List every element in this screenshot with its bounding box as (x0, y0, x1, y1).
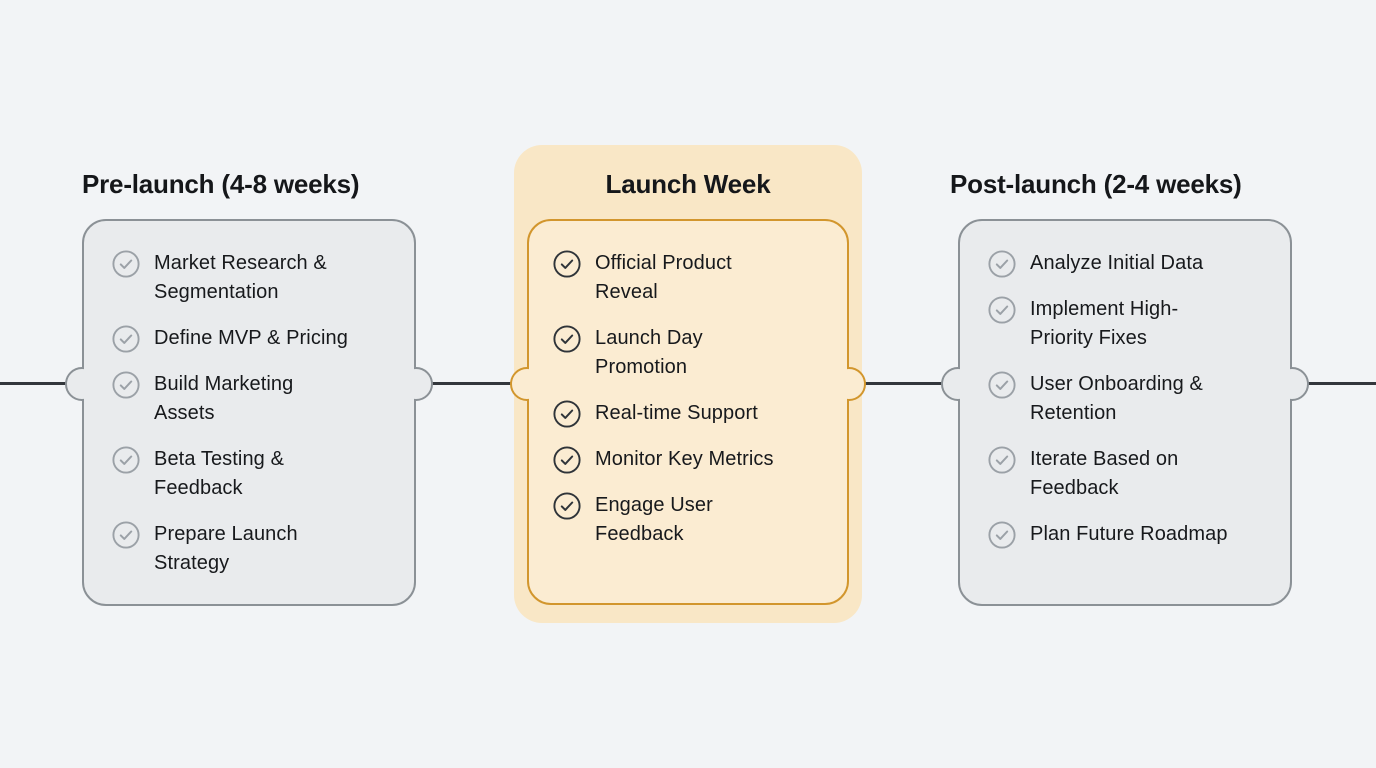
checklist-item-label: Plan Future Roadmap (1030, 523, 1228, 545)
checklist-item: User Onboarding & Retention (988, 370, 1268, 428)
checklist-item-label: Iterate Based on Feedback (1030, 448, 1179, 499)
check-circle-icon (112, 520, 140, 549)
checklist-item: Launch Day Promotion (553, 324, 829, 382)
pre-launch-card: Market Research & Segmentation Define MV… (65, 219, 433, 606)
check-circle-icon (112, 324, 140, 353)
checklist-item: Build Marketing Assets (112, 370, 392, 428)
checklist-item: Iterate Based on Feedback (988, 445, 1268, 503)
check-circle-icon (553, 249, 581, 278)
checklist-item-label: Official Product Reveal (595, 252, 732, 303)
check-circle-icon (988, 249, 1016, 278)
check-circle-icon (553, 491, 581, 520)
checklist-item: Plan Future Roadmap (988, 520, 1268, 549)
check-circle-icon (112, 445, 140, 474)
check-circle-icon (988, 445, 1016, 474)
checklist-item-label: Launch Day Promotion (595, 327, 703, 378)
checklist-item: Engage User Feedback (553, 491, 829, 549)
checklist-item: Official Product Reveal (553, 249, 829, 307)
checklist-item: Monitor Key Metrics (553, 445, 829, 474)
launch-week-card: Official Product Reveal Launch Day Promo… (510, 219, 866, 605)
check-circle-icon (988, 520, 1016, 549)
checklist-item: Real-time Support (553, 399, 829, 428)
check-circle-icon (988, 370, 1016, 399)
checklist-item-label: Real-time Support (595, 402, 758, 424)
checklist-item-label: Engage User Feedback (595, 494, 713, 545)
check-circle-icon (553, 324, 581, 353)
connector-notch-cover (829, 364, 847, 404)
checklist-item-label: Monitor Key Metrics (595, 448, 774, 470)
checklist-item: Prepare Launch Strategy (112, 520, 392, 578)
checklist-item-label: Prepare Launch Strategy (154, 523, 298, 574)
connector-notch-cover (960, 364, 978, 404)
checklist-item: Market Research & Segmentation (112, 249, 392, 307)
check-circle-icon (988, 295, 1016, 324)
check-circle-icon (553, 399, 581, 428)
connector-notch-cover (396, 364, 414, 404)
checklist-item: Define MVP & Pricing (112, 324, 392, 353)
checklist-item-label: User Onboarding & Retention (1030, 373, 1203, 424)
check-circle-icon (112, 370, 140, 399)
connector-notch-cover (84, 364, 102, 404)
checklist-item-label: Implement High- Priority Fixes (1030, 298, 1179, 349)
connector-notch-cover (529, 364, 547, 404)
phase-title-post-launch: Post-launch (2-4 weeks) (950, 169, 1242, 199)
phase-title-launch-week: Launch Week (605, 169, 771, 199)
post-launch-card: Analyze Initial Data Implement High- Pri… (941, 219, 1309, 606)
checklist: Official Product Reveal Launch Day Promo… (553, 249, 829, 549)
connector-notch-cover (1272, 364, 1290, 404)
checklist: Analyze Initial Data Implement High- Pri… (988, 249, 1268, 549)
checklist-item-label: Define MVP & Pricing (154, 327, 348, 349)
checklist-item: Analyze Initial Data (988, 249, 1268, 278)
checklist-item-label: Beta Testing & Feedback (154, 448, 285, 499)
checklist-item: Beta Testing & Feedback (112, 445, 392, 503)
checklist-item-label: Market Research & Segmentation (154, 252, 327, 303)
check-circle-icon (553, 445, 581, 474)
check-circle-icon (112, 249, 140, 278)
checklist: Market Research & Segmentation Define MV… (112, 249, 392, 578)
checklist-item-label: Analyze Initial Data (1030, 252, 1204, 274)
checklist-item-label: Build Marketing Assets (154, 373, 294, 424)
phase-title-pre-launch: Pre-launch (4-8 weeks) (82, 169, 360, 199)
checklist-item: Implement High- Priority Fixes (988, 295, 1268, 353)
